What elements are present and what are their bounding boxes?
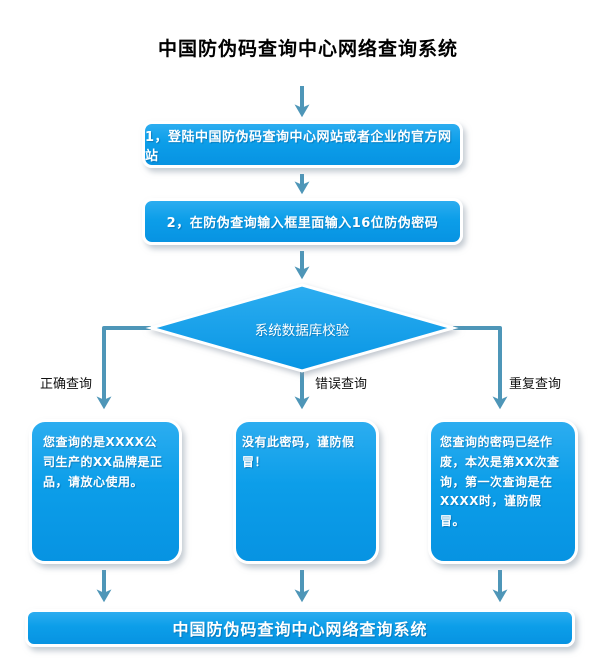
step2-box: 2，在防伪查询输入框里面输入16位防伪密码 xyxy=(142,198,463,245)
page-title: 中国防伪码查询中心网络查询系统 xyxy=(157,38,458,60)
result-wrong-text: 没有此密码，谨防假冒！ xyxy=(242,435,355,469)
arrow-decision-to-repeat xyxy=(453,326,508,410)
branch-label-correct-query: 正确查询 xyxy=(40,377,93,392)
result-box-correct-query: 您查询的是XXXX公司生产的XX品牌是正品，请放心使用。 xyxy=(29,419,182,564)
result-repeat-text: 您查询的密码已经作废，本次是第XX次查询，第一次查询是在XXXX时，谨防假冒。 xyxy=(440,435,560,529)
step1-box: 1，登陆中国防伪码查询中心网站或者企业的官方网站 xyxy=(142,121,463,168)
result-box-repeat-query: 您查询的密码已经作废，本次是第XX次查询，第一次查询是在XXXX时，谨防假冒。 xyxy=(428,419,578,564)
decision-diamond-label: 系统数据库校验 xyxy=(254,323,350,339)
branch-label-repeat-query: 重复查询 xyxy=(509,377,562,392)
branch-label-wrong-query: 错误查询 xyxy=(315,377,368,392)
step2-label: 2，在防伪查询输入框里面输入16位防伪密码 xyxy=(166,216,439,231)
arrow-decision-to-correct xyxy=(96,326,151,410)
footer-bar: 中国防伪码查询中心网络查询系统 xyxy=(25,609,575,647)
footer-bar-label: 中国防伪码查询中心网络查询系统 xyxy=(172,620,428,639)
result-box-wrong-query: 没有此密码，谨防假冒！ xyxy=(233,419,379,564)
result-correct-text: 您查询的是XXXX公司生产的XX品牌是正品，请放心使用。 xyxy=(43,435,163,489)
step1-label: 1，登陆中国防伪码查询中心网站或者企业的官方网站 xyxy=(145,129,452,164)
decision-diamond-shape xyxy=(145,283,459,373)
